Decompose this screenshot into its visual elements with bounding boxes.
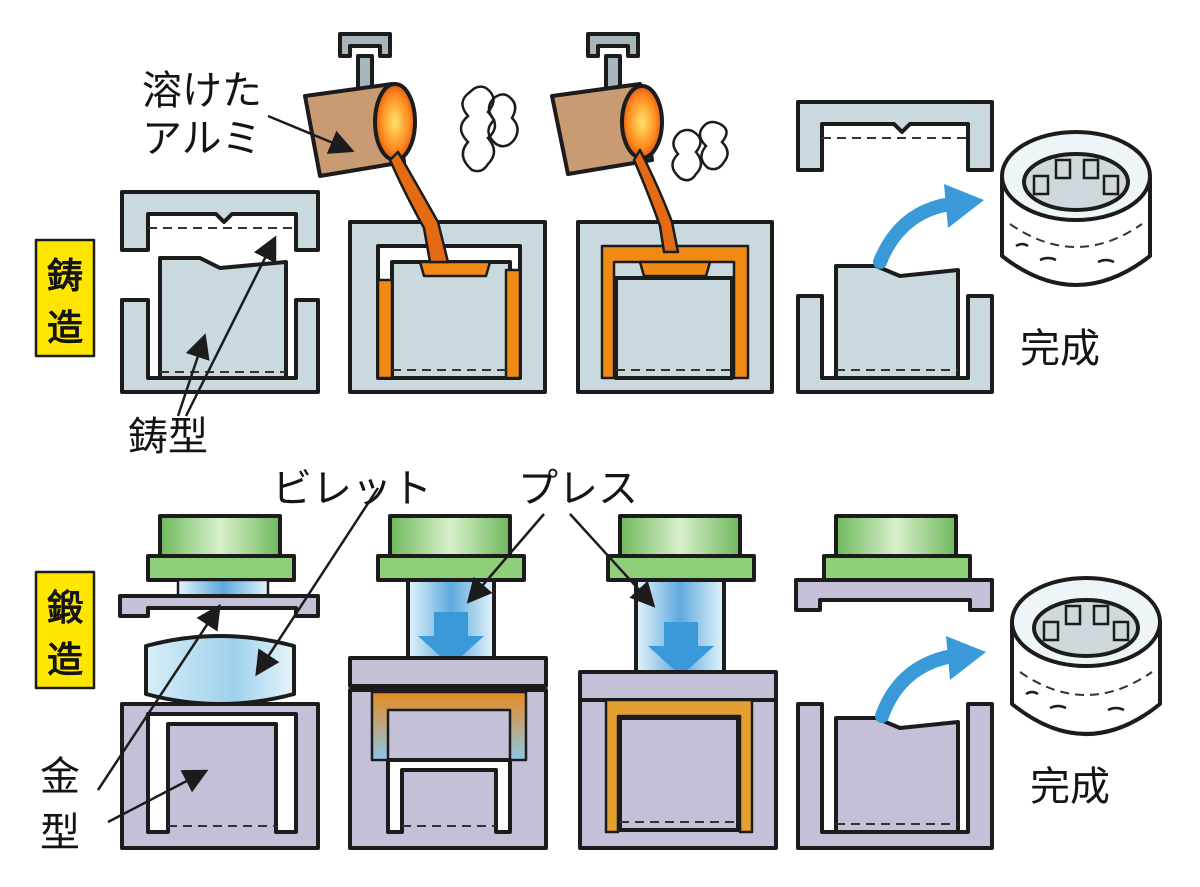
steam-icon bbox=[459, 85, 519, 173]
casting-mold-stage-2 bbox=[348, 220, 547, 394]
forging-badge-char-1: 鍛 bbox=[47, 587, 84, 629]
curved-arrow-icon bbox=[946, 636, 986, 680]
label-molten-aluminum-line-2: アルミ bbox=[142, 116, 262, 162]
casting-badge-char-2: 造 bbox=[47, 308, 83, 349]
molten-stream bbox=[632, 148, 680, 254]
wheel-icon bbox=[1000, 130, 1152, 287]
label-molten-aluminum-line-1: 溶けた bbox=[142, 68, 262, 114]
label-casting-mold: 鋳型 bbox=[128, 414, 208, 460]
casting-mold-stage-1 bbox=[120, 190, 320, 394]
curved-arrow-icon bbox=[875, 649, 959, 723]
casting-mold-stage-3 bbox=[576, 220, 774, 394]
label-completed-casting: 完成 bbox=[1020, 326, 1100, 372]
forging-badge-char-2: 造 bbox=[47, 640, 83, 681]
leader-lines bbox=[96, 114, 656, 824]
casting-badge: 鋳 造 bbox=[34, 238, 96, 358]
ladle-icon bbox=[550, 32, 664, 176]
forging-press-stage-3 bbox=[578, 514, 778, 850]
molten-stream bbox=[388, 150, 450, 264]
label-completed-forging: 完成 bbox=[1030, 764, 1110, 810]
forging-press-stage-1 bbox=[118, 514, 320, 850]
casting-mold-stage-4 bbox=[796, 100, 994, 394]
forging-press-stage-4 bbox=[794, 514, 994, 850]
curved-arrow-icon bbox=[873, 197, 957, 269]
label-die-line-1: 金 bbox=[40, 754, 80, 800]
label-die-line-2: 型 bbox=[40, 810, 80, 856]
label-billet: ビレット bbox=[272, 466, 432, 512]
forging-badge: 鍛 造 bbox=[34, 570, 96, 690]
casting-badge-char-1: 鋳 bbox=[47, 256, 83, 297]
down-arrow-icon bbox=[418, 612, 484, 666]
forging-press-stage-2 bbox=[348, 514, 548, 850]
curved-arrow-icon bbox=[944, 184, 984, 228]
wheel-icon bbox=[1010, 576, 1162, 736]
steam-icon bbox=[671, 120, 729, 182]
label-press: プレス bbox=[518, 466, 638, 512]
down-arrow-icon bbox=[648, 622, 714, 676]
